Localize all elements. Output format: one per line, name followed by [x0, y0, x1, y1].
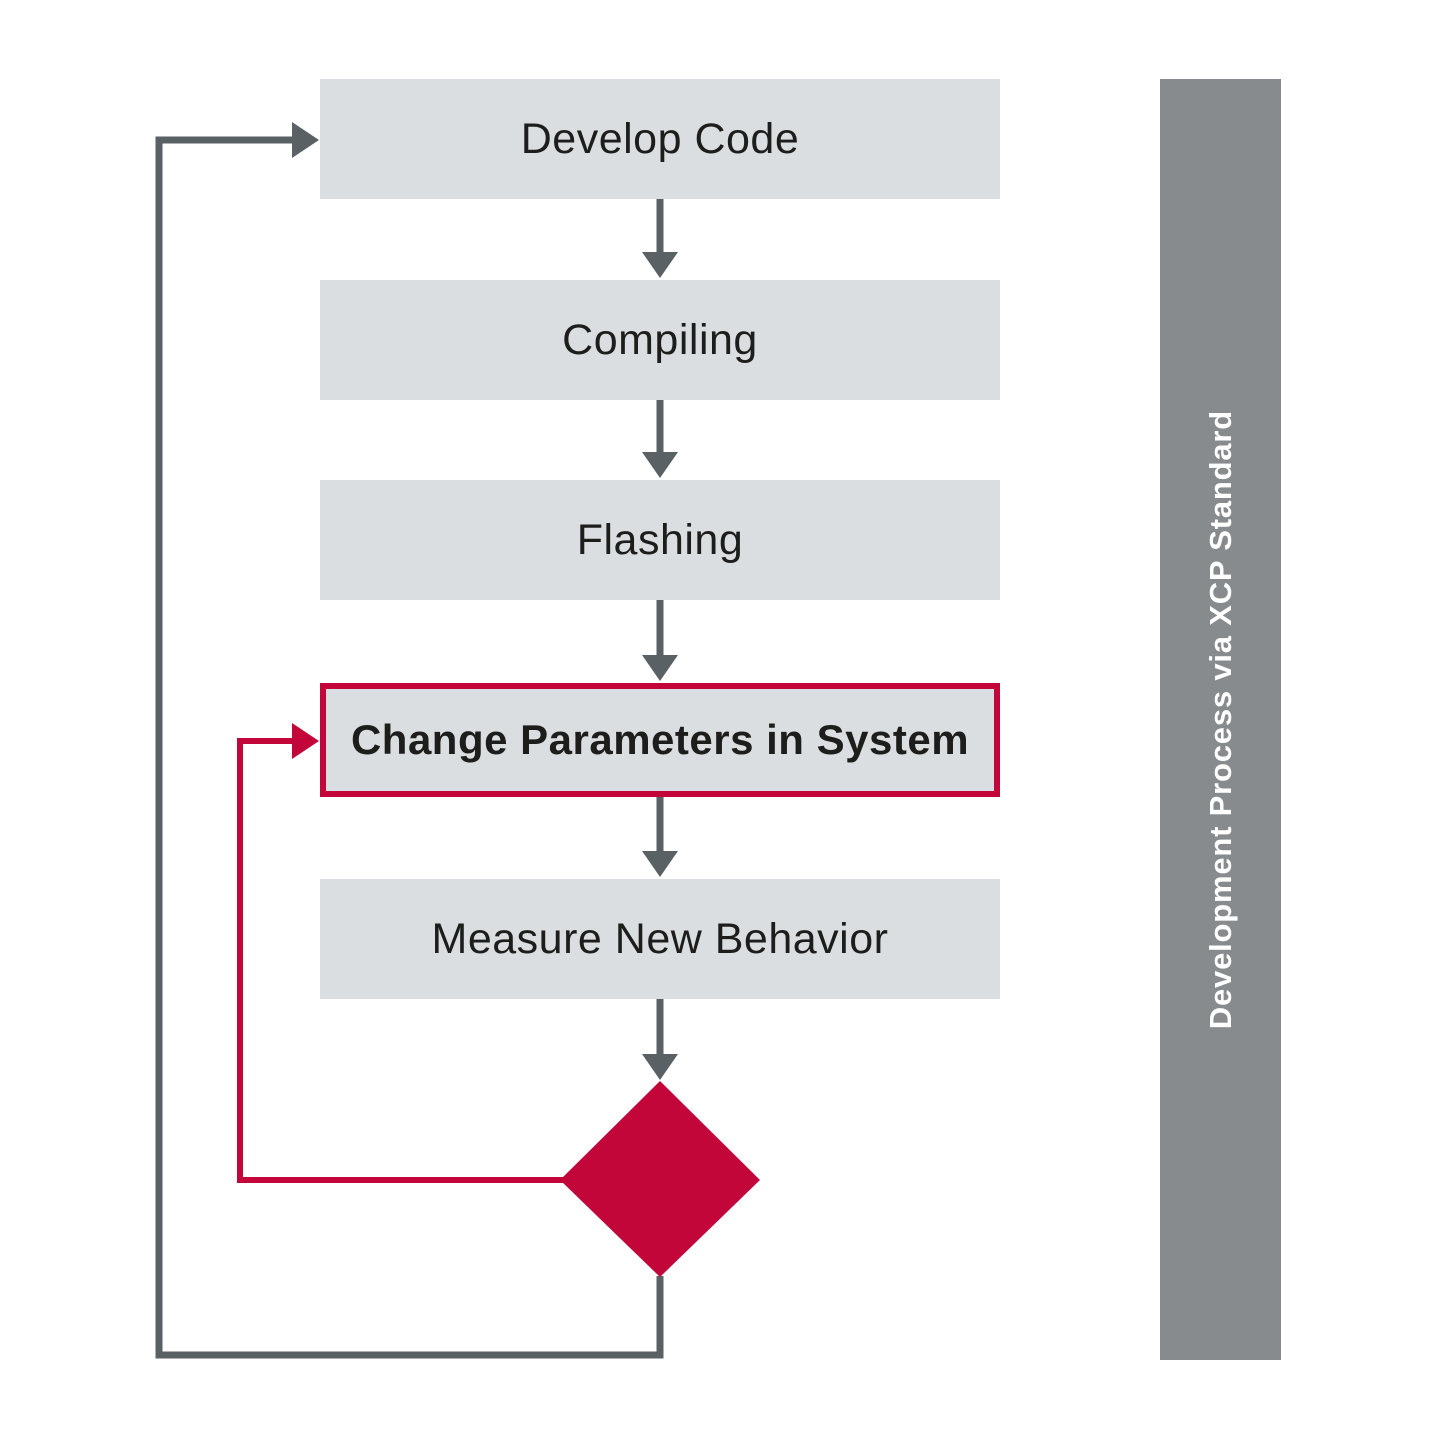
step-compiling: Compiling	[320, 280, 1000, 400]
step-label: Change Parameters in System	[350, 716, 970, 763]
arrow-right-icon	[292, 122, 319, 158]
step-flashing: Flashing	[320, 480, 1000, 600]
loop-line-to-develop-code	[155, 136, 664, 1359]
loop-line-to-change-parameters	[237, 738, 563, 1183]
arrow-down-icon	[642, 1054, 678, 1080]
step-change-parameters-highlighted: Change Parameters in System	[320, 683, 1000, 797]
side-banner: Development Process via XCP Standard	[1160, 79, 1281, 1360]
step-label: Compiling	[562, 315, 758, 364]
arrow-right-red-icon	[292, 723, 319, 759]
step-label: Measure New Behavior	[431, 914, 889, 963]
side-banner-label: Development Process via XCP Standard	[1202, 409, 1238, 1030]
step-label: Flashing	[576, 515, 744, 564]
arrow-down-icon	[642, 851, 678, 877]
arrow-down-icon	[642, 655, 678, 681]
arrow-down-icon	[642, 452, 678, 478]
decision-diamond	[560, 1081, 760, 1277]
step-label: Develop Code	[520, 114, 800, 163]
step-measure-new-behavior: Measure New Behavior	[320, 879, 1000, 999]
step-develop-code: Develop Code	[320, 79, 1000, 199]
arrow-down-icon	[642, 252, 678, 278]
